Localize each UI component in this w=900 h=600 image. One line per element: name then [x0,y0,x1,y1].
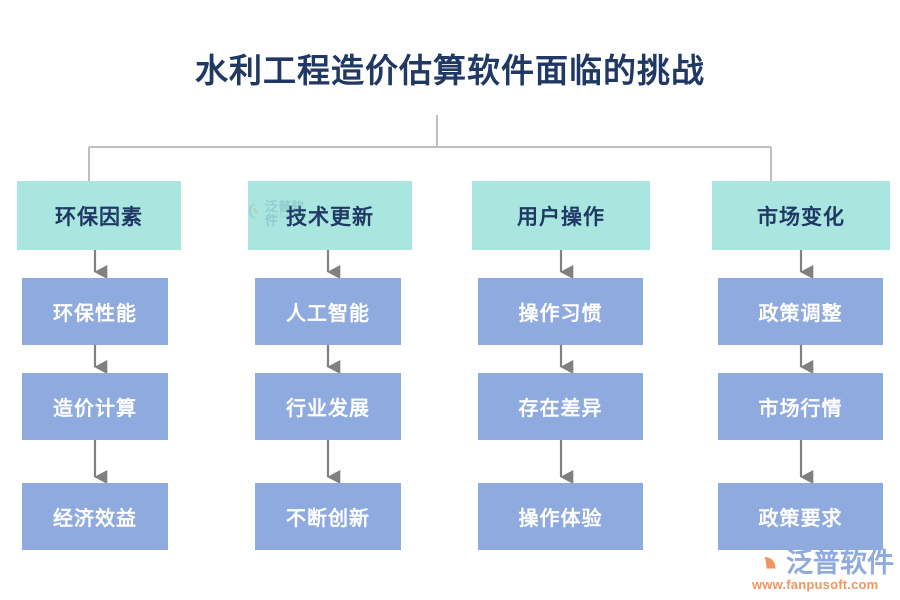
branch-column-2: 技术更新 人工智能 行业发展 不断创新 [232,0,432,600]
branch-item-1-2[interactable]: 造价计算 [22,373,168,440]
branch-header-3[interactable]: 用户操作 [472,181,650,250]
branch-column-3: 用户操作 操作习惯 存在差异 操作体验 [460,0,660,600]
branch-item-3-2[interactable]: 存在差异 [478,373,643,440]
fanpu-swoosh-icon [761,550,776,578]
branch-header-4[interactable]: 市场变化 [712,181,890,250]
branch-item-2-3[interactable]: 不断创新 [255,483,401,550]
brand-name: 泛普软件 [786,548,894,578]
branch-item-4-1[interactable]: 政策调整 [718,278,883,345]
branch-item-3-3[interactable]: 操作体验 [478,483,643,550]
brand-logo: 泛普软件 www.fanpusoft.com [748,548,896,594]
branch-item-3-1[interactable]: 操作习惯 [478,278,643,345]
branch-item-2-1[interactable]: 人工智能 [255,278,401,345]
branch-column-4: 市场变化 政策调整 市场行情 政策要求 [690,0,890,600]
brand-url: www.fanpusoft.com [752,577,879,592]
branch-header-1[interactable]: 环保因素 [17,181,181,250]
branch-item-4-2[interactable]: 市场行情 [718,373,883,440]
branch-item-4-3[interactable]: 政策要求 [718,483,883,550]
page-title: 水利工程造价估算软件面临的挑战 [195,54,705,90]
branch-item-1-1[interactable]: 环保性能 [22,278,168,345]
branch-item-1-3[interactable]: 经济效益 [22,483,168,550]
branch-column-1: 环保因素 环保性能 造价计算 经济效益 [0,0,200,600]
branch-header-2[interactable]: 技术更新 [248,181,412,250]
branch-item-2-2[interactable]: 行业发展 [255,373,401,440]
